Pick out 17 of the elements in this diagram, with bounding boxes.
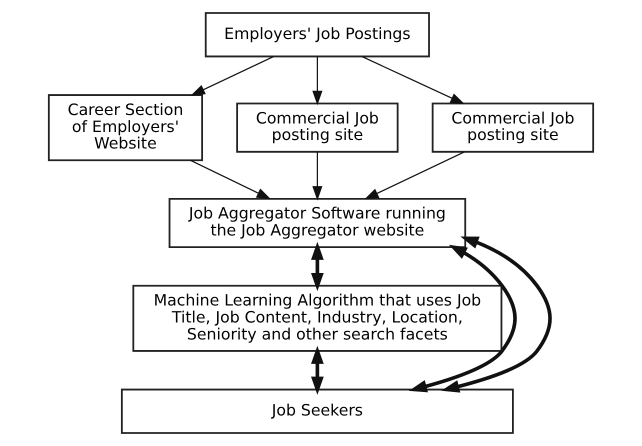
arrow: [312, 152, 322, 201]
arrow: [441, 236, 552, 393]
arrow: [364, 151, 465, 200]
node-box: Commercial Job posting site: [236, 102, 399, 153]
node-box: Machine Learning Algorithm that uses Job Title, Job Content, Industry, Location, Seniority and other search facets: [132, 284, 502, 352]
arrow: [190, 56, 274, 96]
arrow: [311, 346, 324, 395]
arrow: [408, 244, 517, 392]
arrow: [190, 160, 272, 200]
node-box: Employers' Job Postings: [204, 12, 430, 58]
node-box: Job Aggregator Software running the Job Aggregator website: [168, 198, 466, 248]
arrow: [312, 56, 322, 106]
arrow: [311, 242, 324, 292]
node-box: Commercial Job posting site: [432, 102, 594, 153]
arrow: [362, 56, 465, 104]
node-box: Career Section of Employers' Website: [48, 94, 204, 162]
node-box: Job Seekers: [120, 388, 514, 434]
